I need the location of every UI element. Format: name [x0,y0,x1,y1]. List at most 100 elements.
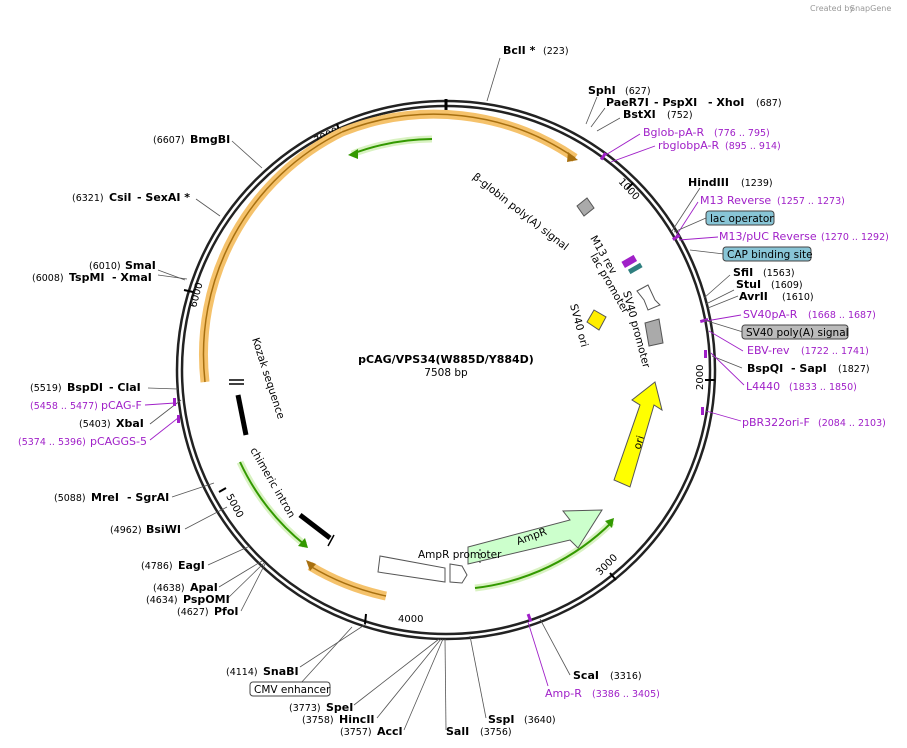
enzyme-avrii[interactable]: AvrII [739,290,768,303]
enzyme-spei[interactable]: SpeI [326,701,353,714]
enzyme-bsiwi[interactable]: BsiWI [146,523,181,536]
sv40promoter-arrow [636,284,661,311]
enzyme-mrei-pos: (5088) [54,493,86,504]
box-leaders [299,217,744,685]
enzyme-sali[interactable]: SalI [446,725,469,738]
enzyme-sfii[interactable]: SfiI [733,266,753,279]
enzyme-bcli[interactable]: BclI * [503,44,536,57]
enzyme-xhoi-pos: (687) [756,98,782,109]
enzyme-eagi[interactable]: EagI [178,559,205,572]
enzyme-sapi-pos: (1827) [838,364,870,375]
enzyme-leaders [147,57,743,731]
enzyme-pspxi[interactable]: - PspXI [654,96,697,109]
lacop-label: lac operator [710,213,774,225]
enzyme-acci[interactable]: AccI [377,725,403,738]
sv40ori-feature[interactable] [586,309,607,331]
betaglobin-feature[interactable] [576,197,595,217]
plasmid-name: pCAG/VPS34(W885D/Y884D) [358,353,534,366]
primer-ebvrev-range: (1722 .. 1741) [801,346,869,357]
enzyme-pfoi-pos: (4627) [177,607,209,618]
enzyme-sapi[interactable]: - SapI [791,362,827,375]
primer-sv40par[interactable]: SV40pA-R [743,308,798,321]
enzyme-bspqi[interactable]: BspQI [747,362,783,375]
primer-pcaggs-range: (5374 .. 5396) [18,437,86,448]
ori-label: ori [631,434,647,451]
primer-l4440[interactable]: L4440 [746,380,780,393]
cds-arc-left-core [202,131,343,383]
m13rev-feature[interactable] [621,254,638,268]
enzyme-sspi-pos: (3640) [524,715,556,726]
primer-bglob[interactable]: Bglob-pA-R [643,126,705,139]
enzyme-eagi-pos: (4786) [141,561,173,572]
enzyme-scai[interactable]: ScaI [573,669,599,682]
enzyme-hindiii[interactable]: HindIII [688,176,729,189]
enzyme-stui[interactable]: StuI [736,278,761,291]
enzyme-bcli-pos: (223) [543,46,569,57]
primer-m13puc[interactable]: M13/pUC Reverse [719,230,817,243]
lacpromoter-feature[interactable] [627,262,643,275]
primer-l4440-range: (1833 .. 1850) [789,382,857,393]
enzyme-clai[interactable]: - ClaI [109,381,141,394]
enzyme-pspomi-pos: (4634) [146,595,178,606]
cap-label: CAP binding site [727,249,813,261]
plasmid-size: 7508 bp [424,367,468,379]
sv40polya-box[interactable] [741,324,849,340]
enzyme-bsiwi-pos: (4962) [110,525,142,536]
cap-box[interactable] [722,246,812,262]
enzyme-smai[interactable]: SmaI [125,259,156,272]
primer-rbglob[interactable]: rbglobpA-R [658,139,719,152]
primer-pcaggs[interactable]: pCAGGS-5 [90,435,147,448]
enzyme-bspdi[interactable]: BspDI [67,381,103,394]
primer-bglob-range: (776 .. 795) [714,128,770,139]
chimericintron-bar[interactable] [298,513,332,540]
enzyme-tspmi-pos: (6008) [32,273,64,284]
enzyme-pspomi[interactable]: PspOMI [183,593,230,606]
sv40promoter-feature[interactable] [644,318,664,347]
enzyme-bmgbi-pos: (6607) [153,135,185,146]
cds-arc-top-core [341,113,576,159]
primer-ampr[interactable]: Amp-R [545,687,582,700]
amprpromoter-label: AmpR promoter [418,549,502,561]
primer-pbr322-range: (2084 .. 2103) [818,418,886,429]
enzyme-bstxi[interactable]: BstXI [623,108,656,121]
cds-arc-bottom-core [309,565,387,597]
enzyme-bmgbi[interactable]: BmgBI [190,133,230,146]
enzyme-snabi[interactable]: SnaBI [263,665,299,678]
ampr-feature[interactable] [467,509,603,565]
credit-prefix: Created by [810,4,854,13]
primer-pbr322[interactable]: pBR322ori-F [742,416,810,429]
primer-ampr-range: (3386 .. 3405) [592,689,660,700]
enzyme-xbai[interactable]: XbaI [116,417,144,430]
primer-ebvrev[interactable]: EBV-rev [747,344,790,357]
enzyme-sfii-pos: (1563) [763,268,795,279]
amprpromoter-feature[interactable] [377,555,446,583]
enzyme-mrei[interactable]: MreI [91,491,119,504]
enzyme-sexai[interactable]: - SexAI * [137,191,190,204]
primer-m13rev[interactable]: M13 Reverse [700,194,771,207]
lacop-box[interactable] [705,210,775,226]
enzyme-xmai[interactable]: - XmaI [112,271,152,284]
enzyme-csii[interactable]: CsiI [109,191,131,204]
cmv-box[interactable] [249,681,331,697]
enzyme-apai[interactable]: ApaI [190,581,218,594]
enzyme-sspi[interactable]: SspI [488,713,514,726]
enzyme-sgrai[interactable]: - SgrAI [127,491,169,504]
primer-m13rev-range: (1257 .. 1273) [777,196,845,207]
primer-pcagf[interactable]: pCAG-F [101,399,142,412]
enzyme-sphi[interactable]: SphI [588,84,616,97]
primer-pcagf-range: (5458 .. 5477) [30,401,98,412]
enzyme-xhoi[interactable]: - XhoI [708,96,744,109]
primer-m13puc-range: (1270 .. 1292) [821,232,889,243]
enzyme-hincii[interactable]: HincII [339,713,375,726]
enzyme-acci-pos: (3757) [340,727,372,738]
enzyme-sphi-pos: (627) [625,86,651,97]
cds-arc-top-head [567,152,578,162]
enzyme-paer7i[interactable]: PaeR7I [606,96,649,109]
enzyme-pfoi[interactable]: PfoI [214,605,239,618]
cmv-label: CMV enhancer [254,684,331,696]
ori-feature[interactable] [613,381,663,488]
enzyme-tspmi[interactable]: TspMI [69,271,105,284]
